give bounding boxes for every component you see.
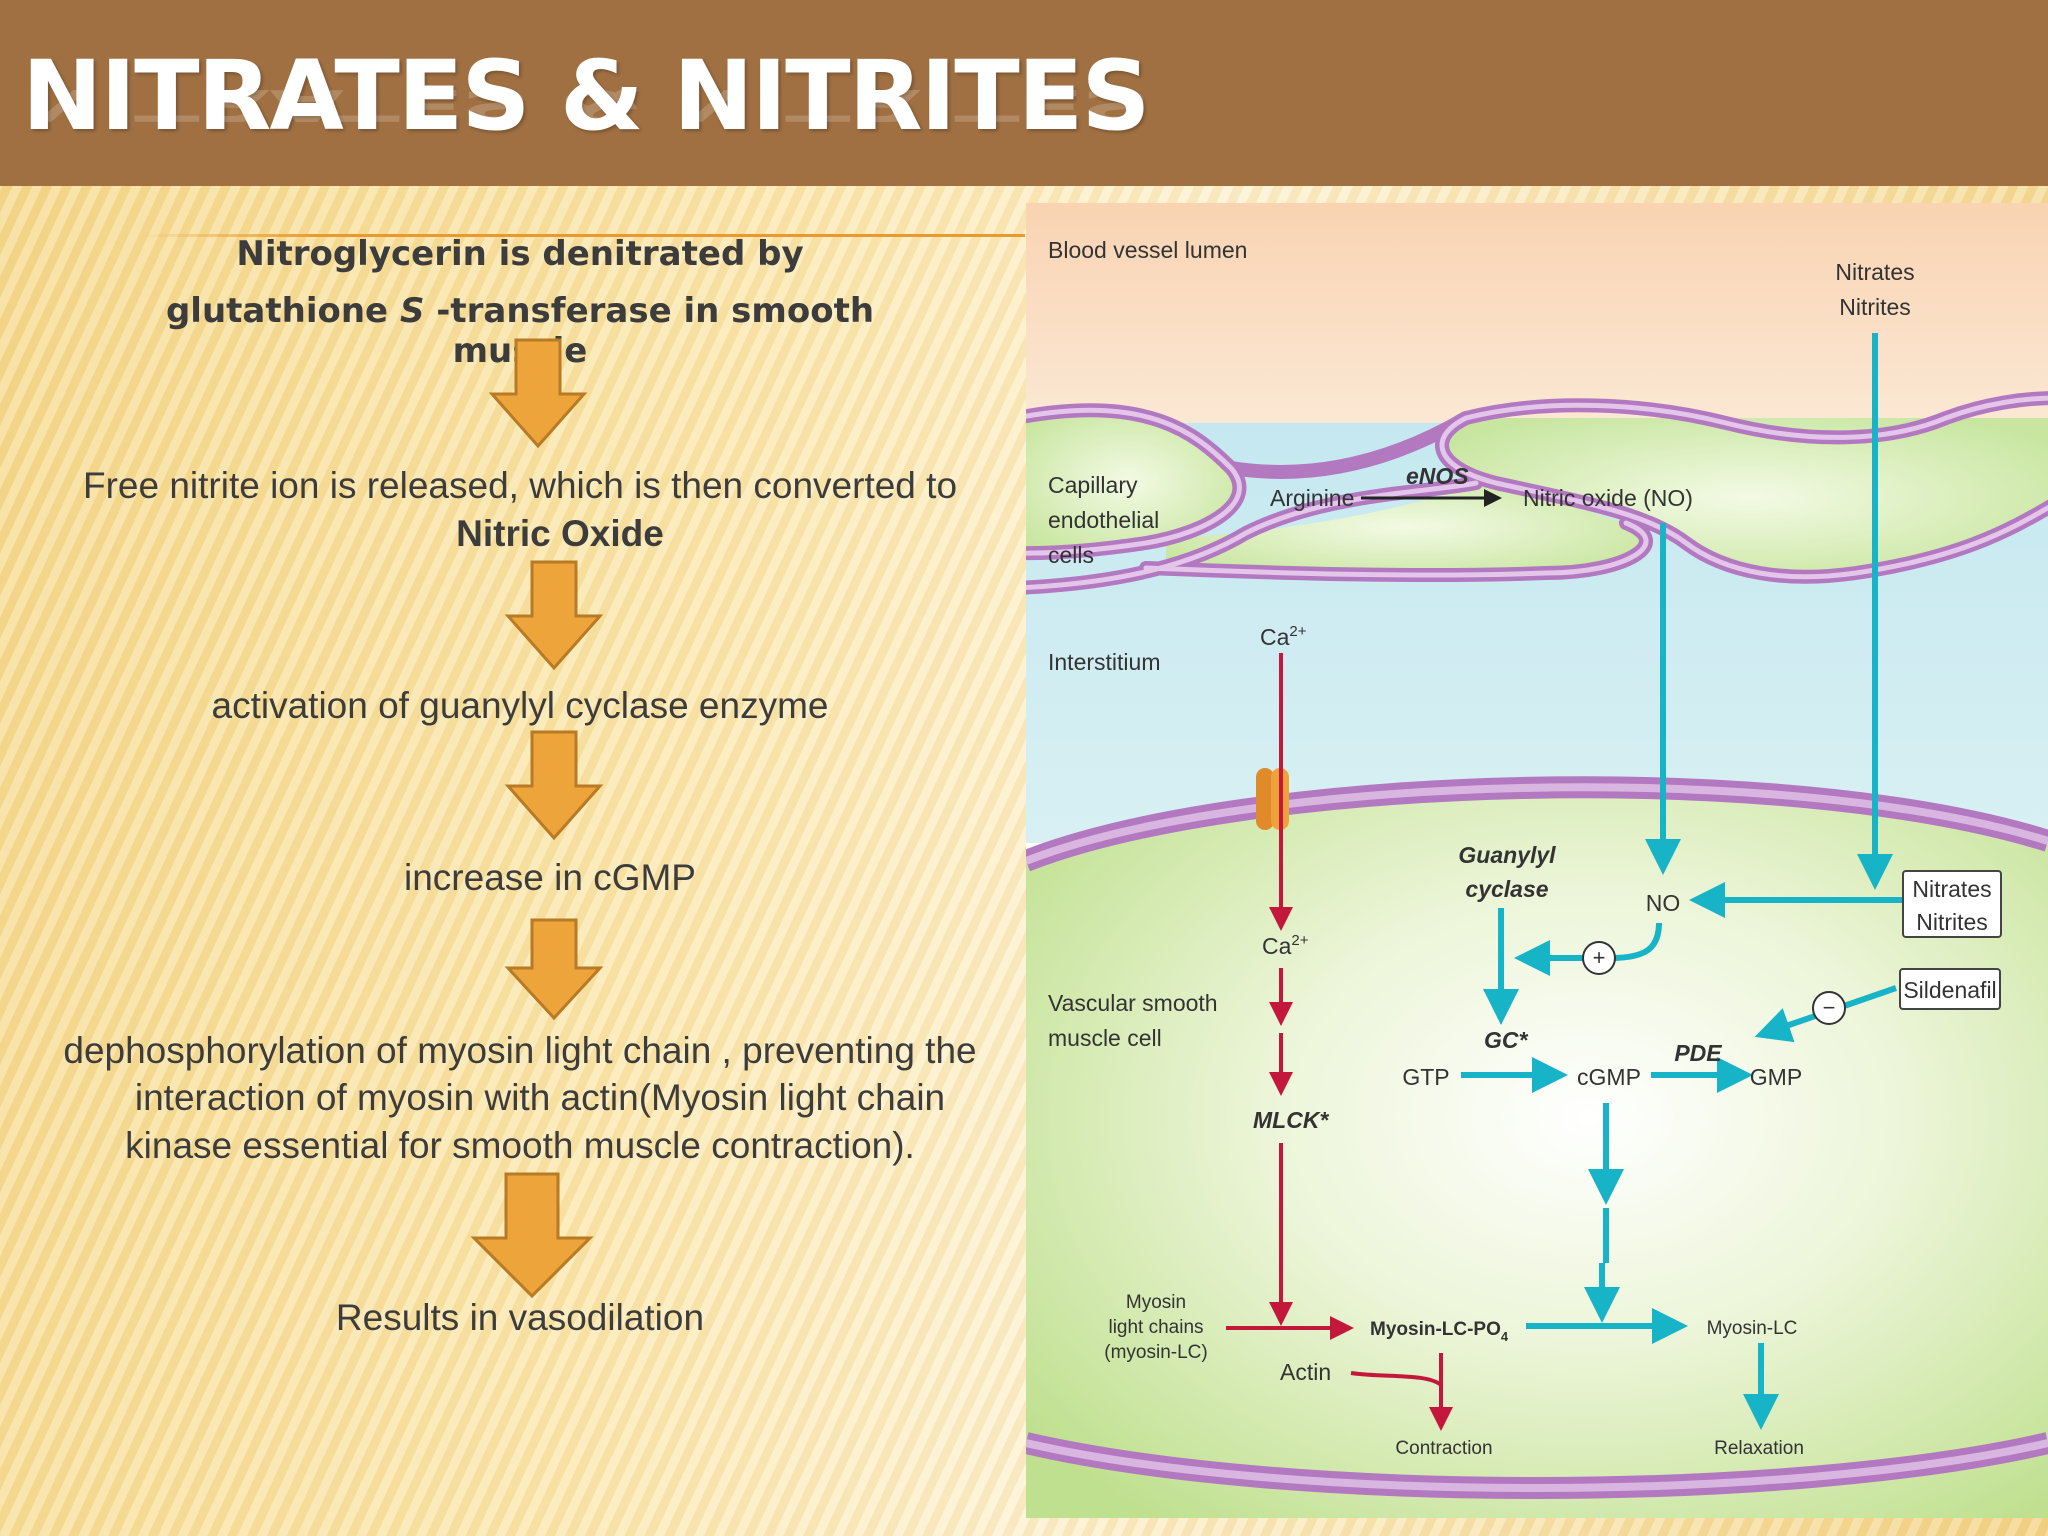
step-5-line-2: interaction of myosin with actin(Myosin …: [134, 1077, 946, 1118]
svg-text:(myosin-LC): (myosin-LC): [1104, 1342, 1207, 1363]
plus-icon: +: [1582, 941, 1616, 975]
svg-text:Nitrates: Nitrates: [1835, 259, 1914, 285]
mechanism-diagram: + − Blood vessel lumen Nitrates Nitrites…: [1026, 203, 2048, 1518]
svg-text:Contraction: Contraction: [1395, 1438, 1492, 1459]
svg-text:Blood vessel lumen: Blood vessel lumen: [1048, 237, 1247, 263]
step-2-line-1: Free nitrite ion is released, which is t…: [82, 465, 958, 506]
step-2-line-2: Nitric Oxide: [456, 513, 664, 554]
svg-text:Interstitium: Interstitium: [1048, 649, 1160, 675]
svg-text:Ca2+: Ca2+: [1262, 932, 1309, 959]
calcium-channel-icon: [1256, 768, 1289, 830]
down-arrow-icon: [504, 730, 604, 841]
step-3: activation of guanylyl cyclase enzyme: [211, 685, 829, 726]
svg-text:GMP: GMP: [1750, 1064, 1802, 1090]
title-underline: [140, 234, 1025, 237]
svg-text:PDE: PDE: [1674, 1040, 1722, 1066]
svg-text:GC*: GC*: [1484, 1027, 1529, 1053]
step-5-line-1: dephosphorylation of myosin light chain …: [63, 1030, 977, 1071]
slide-title-reflection: NITRATES & NITRITES: [22, 79, 1149, 130]
svg-text:endothelial: endothelial: [1048, 507, 1159, 533]
svg-text:cGMP: cGMP: [1577, 1064, 1641, 1090]
down-arrow-icon: [504, 918, 604, 1021]
svg-text:Nitrites: Nitrites: [1916, 909, 1988, 935]
svg-text:Myosin-LC-PO4: Myosin-LC-PO4: [1370, 1319, 1509, 1344]
step-4: increase in cGMP: [404, 857, 696, 898]
step-1-line-1: Nitroglycerin is denitrated by: [236, 234, 804, 274]
down-arrow-icon: [470, 1172, 594, 1299]
svg-text:Ca2+: Ca2+: [1260, 623, 1307, 650]
svg-text:Capillary: Capillary: [1048, 472, 1138, 498]
svg-text:Nitrates: Nitrates: [1912, 876, 1991, 902]
svg-text:Vascular smooth: Vascular smooth: [1048, 990, 1218, 1016]
svg-text:muscle cell: muscle cell: [1048, 1025, 1162, 1051]
svg-text:−: −: [1823, 995, 1836, 1020]
svg-text:Myosin-LC: Myosin-LC: [1707, 1318, 1798, 1339]
down-arrow-icon: [504, 560, 604, 671]
svg-text:Nitrites: Nitrites: [1839, 294, 1911, 320]
down-arrow-icon: [488, 338, 588, 449]
svg-text:Arginine: Arginine: [1270, 485, 1354, 511]
svg-text:cells: cells: [1048, 542, 1094, 568]
svg-text:Guanylyl: Guanylyl: [1458, 842, 1556, 868]
svg-text:NO: NO: [1646, 890, 1681, 916]
svg-text:+: +: [1593, 945, 1606, 970]
slide-title: NITRATES & NITRITES: [22, 40, 1150, 152]
svg-text:Nitric oxide (NO): Nitric oxide (NO): [1523, 485, 1693, 511]
svg-text:MLCK*: MLCK*: [1253, 1107, 1329, 1133]
svg-text:eNOS: eNOS: [1406, 463, 1469, 489]
step-5-line-3: kinase essential for smooth muscle contr…: [125, 1125, 915, 1166]
svg-text:cyclase: cyclase: [1465, 876, 1548, 902]
title-bar: NITRATES & NITRITES NITRATES & NITRITES: [0, 0, 2048, 186]
step-6: Results in vasodilation: [335, 1297, 705, 1338]
svg-text:Myosin: Myosin: [1126, 1292, 1186, 1313]
svg-text:GTP: GTP: [1402, 1064, 1449, 1090]
mechanism-diagram-svg: + − Blood vessel lumen Nitrates Nitrites…: [1026, 203, 2048, 1518]
svg-text:Sildenafil: Sildenafil: [1903, 977, 1996, 1003]
svg-text:Actin: Actin: [1280, 1359, 1331, 1385]
minus-icon: −: [1812, 991, 1846, 1025]
svg-text:Relaxation: Relaxation: [1714, 1438, 1804, 1459]
svg-text:light chains: light chains: [1108, 1317, 1203, 1338]
